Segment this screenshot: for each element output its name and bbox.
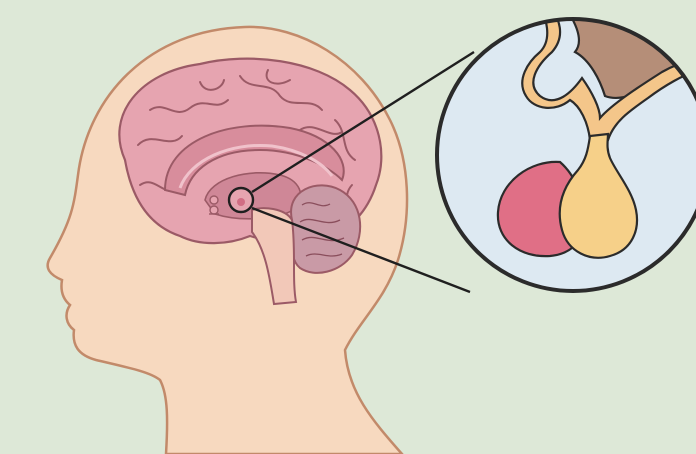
- pituitary-dot: [237, 198, 245, 206]
- zoom-inset-icon: [437, 0, 696, 291]
